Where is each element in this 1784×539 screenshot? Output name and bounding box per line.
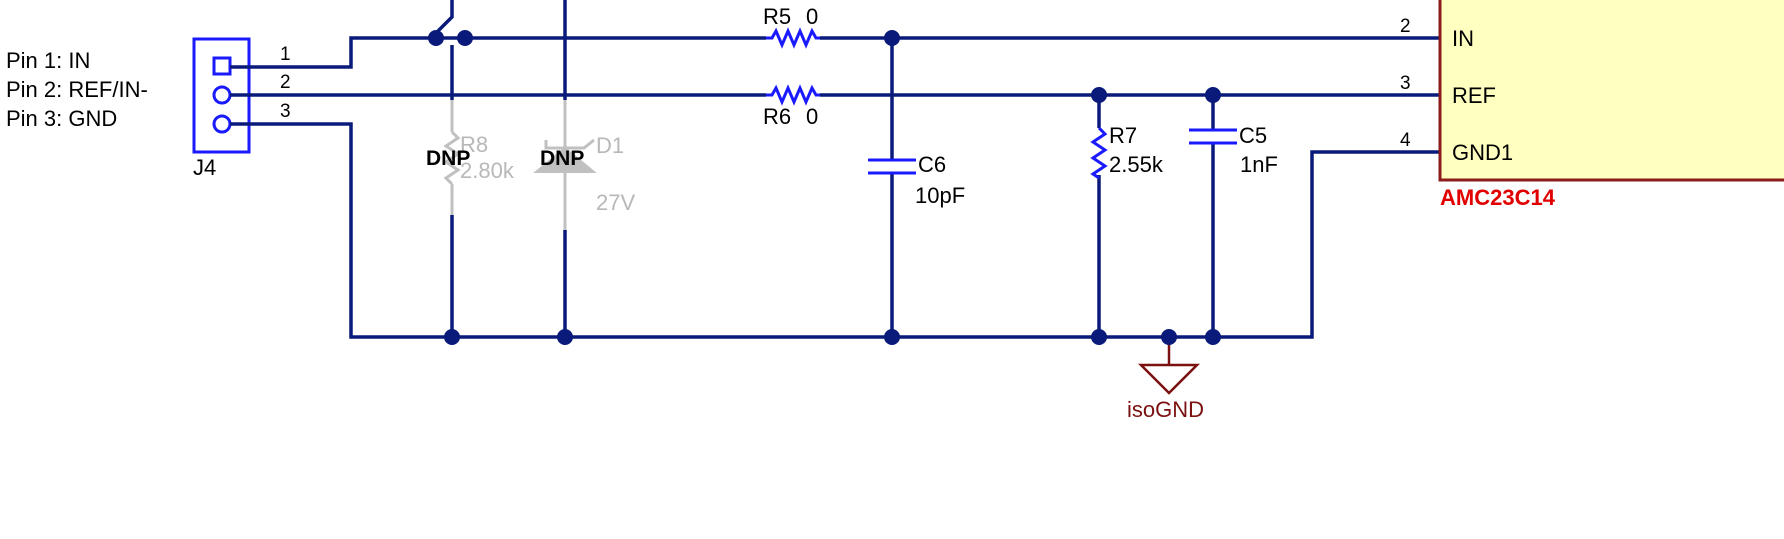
resistor-r6-symbol xyxy=(766,84,820,106)
connector-pin3-num: 3 xyxy=(280,101,291,122)
junction-dot xyxy=(1161,329,1177,345)
resistor-r7-symbol xyxy=(1090,126,1108,180)
ground-symbol: isoGND xyxy=(1127,363,1204,422)
resistor-r5-value: 0 xyxy=(806,4,818,29)
connector-pin1-num: 1 xyxy=(280,44,291,65)
resistor-r8-value: 2.80k xyxy=(460,158,515,183)
junction-dot xyxy=(1091,329,1107,345)
resistor-r5-symbol xyxy=(766,27,820,49)
ic-pin3-num: 3 xyxy=(1400,73,1411,94)
connector-ref: J4 xyxy=(193,155,216,180)
capacitor-c6: C6 10pF xyxy=(868,152,965,208)
resistor-r7-value: 2.55k xyxy=(1109,152,1164,177)
resistor-r8-dnp: DNP xyxy=(426,147,470,170)
capacitor-c6-value: 10pF xyxy=(915,183,965,208)
diode-d1-dnp: DNP xyxy=(540,147,584,170)
wire-top-jump xyxy=(436,0,454,33)
resistor-r7-ref: R7 xyxy=(1109,123,1137,148)
resistor-r6-ref: R6 xyxy=(763,104,791,129)
ic-pin2-num: 2 xyxy=(1400,16,1411,37)
connector-pin2-circle xyxy=(212,85,232,105)
resistor-r8: R8 2.80k DNP xyxy=(426,100,515,215)
pin3-note: Pin 3: GND xyxy=(6,106,117,131)
junction-dot xyxy=(884,30,900,46)
resistor-r5-ref: R5 xyxy=(763,4,791,29)
junction-dot xyxy=(457,30,473,46)
resistor-r6-value: 0 xyxy=(806,104,818,129)
ic-amc23c14: 2 3 4 IN REF GND1 AMC23C14 xyxy=(1400,0,1784,210)
resistor-r6: R6 0 xyxy=(763,84,820,129)
ic-pin3-name: REF xyxy=(1452,83,1496,108)
resistor-r7: R7 2.55k xyxy=(1090,123,1164,180)
capacitor-c6-ref: C6 xyxy=(918,152,946,177)
ic-pin2-name: IN xyxy=(1452,26,1474,51)
capacitor-c5-value: 1nF xyxy=(1240,152,1278,177)
junction-dot xyxy=(1091,87,1107,103)
pin2-note: Pin 2: REF/IN- xyxy=(6,77,148,102)
junction-dot xyxy=(1205,87,1221,103)
diode-d1-value: 27V xyxy=(596,190,635,215)
junction-dot xyxy=(444,329,460,345)
pin1-note: Pin 1: IN xyxy=(6,48,90,73)
diode-d1-ref: D1 xyxy=(596,133,624,158)
ic-name: AMC23C14 xyxy=(1440,185,1556,210)
diode-d1: D1 27V DNP xyxy=(533,100,635,230)
ground-triangle xyxy=(1137,363,1201,395)
connector-pin2-num: 2 xyxy=(280,72,291,93)
resistor-r5: R5 0 xyxy=(763,4,820,49)
connector-pin1-square xyxy=(212,56,232,76)
capacitor-c5: C5 1nF xyxy=(1189,123,1278,177)
resistor-r8-ref: R8 xyxy=(460,132,488,157)
capacitor-c5-ref: C5 xyxy=(1239,123,1267,148)
pin-notes: Pin 1: IN Pin 2: REF/IN- Pin 3: GND xyxy=(6,48,148,131)
junction-dot xyxy=(428,30,444,46)
connector-j4: J4 1 2 3 xyxy=(192,37,291,180)
wire-in-left xyxy=(230,36,766,69)
resistor-r8-symbol xyxy=(443,130,461,186)
ic-pin4-name: GND1 xyxy=(1452,140,1513,165)
junction-dot xyxy=(1205,329,1221,345)
junction-dot xyxy=(884,329,900,345)
ic-body xyxy=(1438,0,1784,182)
wires xyxy=(230,0,1440,365)
junctions xyxy=(428,30,1221,345)
connector-pin3-circle xyxy=(212,114,232,134)
ic-pin4-num: 4 xyxy=(1400,130,1411,151)
wire-gnd xyxy=(230,122,1440,339)
diode-d1-bar xyxy=(544,138,595,150)
junction-dot xyxy=(557,329,573,345)
ground-label: isoGND xyxy=(1127,397,1204,422)
